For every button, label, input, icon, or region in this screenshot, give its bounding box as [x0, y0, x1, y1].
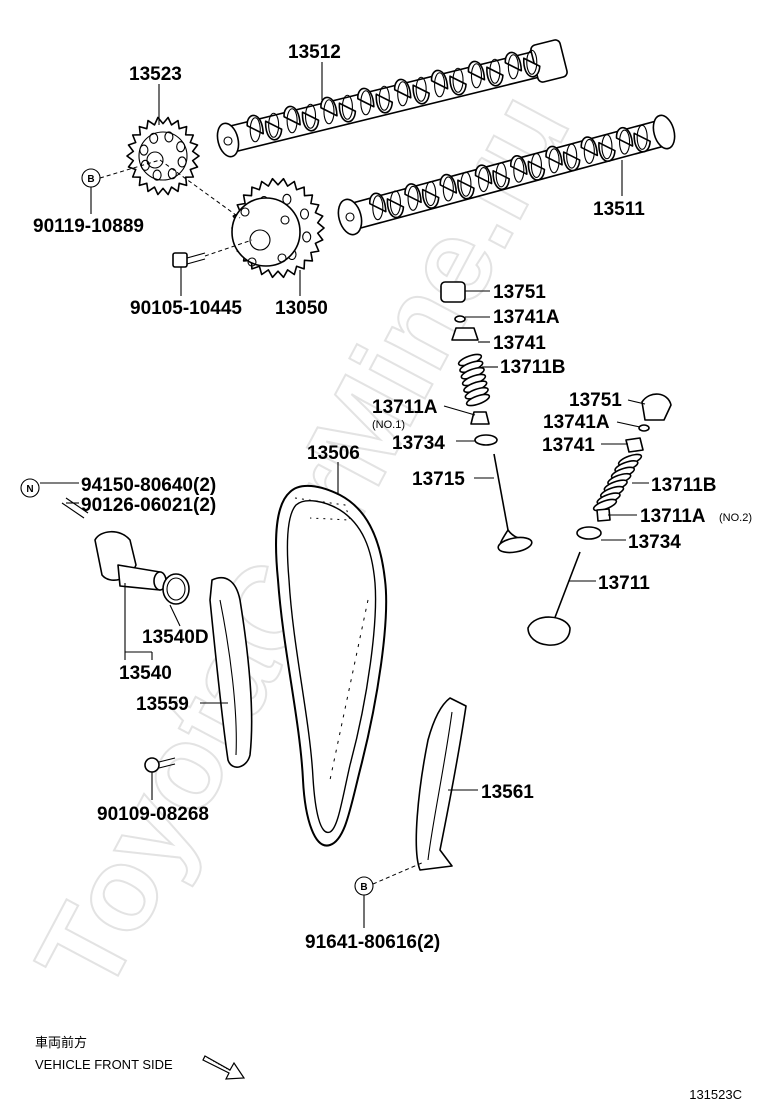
valve-train-a — [440, 281, 533, 554]
chain-guide-13561: B — [354, 697, 467, 896]
label-13561: 13561 — [481, 782, 534, 803]
label-13741-a: 13741 — [493, 333, 546, 354]
label-13511: 13511 — [593, 199, 645, 220]
label-90126-06021: 90126-06021(2) — [81, 495, 216, 516]
label-13523: 13523 — [129, 64, 182, 85]
label-13512: 13512 — [288, 42, 341, 63]
label-13506: 13506 — [307, 443, 360, 464]
label-13559: 13559 — [136, 694, 189, 715]
label-13050: 13050 — [275, 298, 328, 319]
sprocket-13523 — [126, 116, 200, 196]
label-13711A-a: 13711A — [372, 397, 438, 418]
label-13734-a: 13734 — [392, 433, 445, 454]
label-13751-a: 13751 — [493, 282, 546, 303]
label-13711A-a-note: (NO.1) — [372, 419, 405, 431]
label-13741A-b: 13741A — [543, 412, 610, 433]
label-13711: 13711 — [598, 573, 650, 594]
front-note-en: VEHICLE FRONT SIDE — [35, 1057, 173, 1072]
front-note-jp: 車両前方 — [35, 1035, 87, 1050]
chain-tensioner-13540: N — [20, 478, 190, 605]
valve-train-b — [527, 393, 672, 646]
leader-lines — [40, 62, 649, 928]
label-13741A-a: 13741A — [493, 307, 560, 328]
label-94150-80640: 94150-80640(2) — [81, 475, 216, 496]
camshaft-13512 — [216, 39, 568, 158]
camshaft-13511 — [337, 114, 676, 236]
label-13711B-b: 13711B — [651, 475, 717, 496]
label-90105-10445: 90105-10445 — [130, 298, 242, 319]
timing-chain-13506 — [274, 484, 388, 847]
label-13751-b: 13751 — [569, 390, 622, 411]
diagram-id: 131523C — [689, 1087, 742, 1102]
label-13711A-b-note: (NO.2) — [719, 512, 752, 524]
label-13540D: 13540D — [142, 627, 209, 648]
callout-n: N — [26, 484, 33, 495]
callout-b-upper: B — [87, 174, 94, 185]
label-90119-10889: 90119-10889 — [33, 216, 144, 237]
label-13741-b: 13741 — [542, 435, 595, 456]
chain-slipper-13559 — [144, 576, 253, 773]
vvt-gear-13050 — [231, 177, 325, 279]
label-13711B-a: 13711B — [500, 357, 566, 378]
label-13711A-b: 13711A — [640, 506, 706, 527]
label-90109-08268: 90109-08268 — [97, 804, 209, 825]
label-13540: 13540 — [119, 663, 172, 684]
label-13734-b: 13734 — [628, 532, 681, 553]
front-direction-arrow-icon — [202, 1055, 246, 1080]
callout-b-lower: B — [360, 882, 367, 893]
label-91641-80616: 91641-80616(2) — [305, 932, 440, 953]
label-13715: 13715 — [412, 469, 465, 490]
bolt-90105 — [172, 252, 206, 268]
